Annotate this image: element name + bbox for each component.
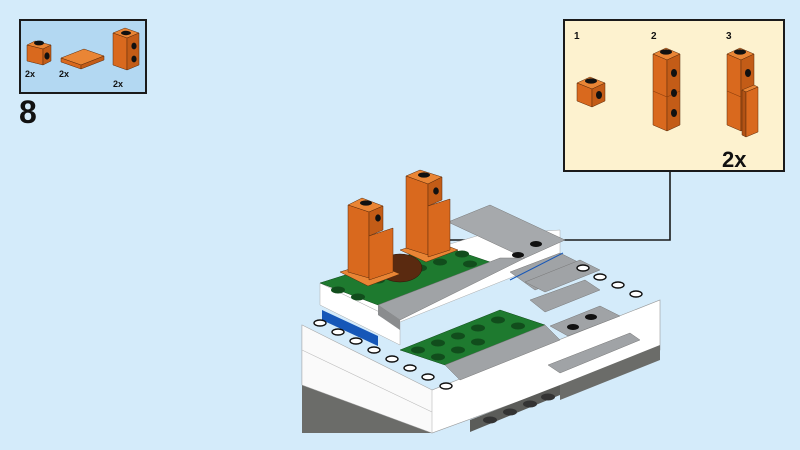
arrow-head-icon xyxy=(440,236,447,244)
blue-edge-line xyxy=(509,252,564,281)
callout-connector-line xyxy=(446,172,671,241)
sub2-stack-icon xyxy=(652,47,681,132)
parts-list-art xyxy=(26,27,140,71)
blue-stripe xyxy=(322,310,378,346)
sub3-stack-with-tile-icon xyxy=(726,47,759,138)
tile-1x2-icon xyxy=(60,48,105,70)
green-plate-lower xyxy=(399,309,546,366)
orange-column-left xyxy=(339,197,401,287)
callout-multiplier: 2x xyxy=(722,147,747,172)
gray-plate-top xyxy=(447,204,566,259)
step-number: 8 xyxy=(19,94,37,130)
part-qty: 2x xyxy=(113,79,124,89)
brown-round-plate xyxy=(377,253,423,283)
brick-1x1x2-side-studs-icon xyxy=(112,27,140,71)
orange-column-right xyxy=(399,169,459,263)
substep-label: 2 xyxy=(651,31,657,42)
part-qty: 2x xyxy=(25,69,36,79)
model-base xyxy=(301,299,661,434)
substep-label: 1 xyxy=(574,31,580,42)
parts-list-box: 2x 2x 2x xyxy=(19,19,147,94)
brick-1x1-side-stud-icon xyxy=(26,40,52,66)
callout-art xyxy=(576,47,759,138)
part-qty: 2x xyxy=(59,69,70,79)
sub-assembly-callout: 1 2 3 2x xyxy=(563,19,785,172)
green-plate-upper xyxy=(319,244,491,306)
sub1-brick-icon xyxy=(576,76,606,108)
substep-label: 3 xyxy=(726,31,732,42)
